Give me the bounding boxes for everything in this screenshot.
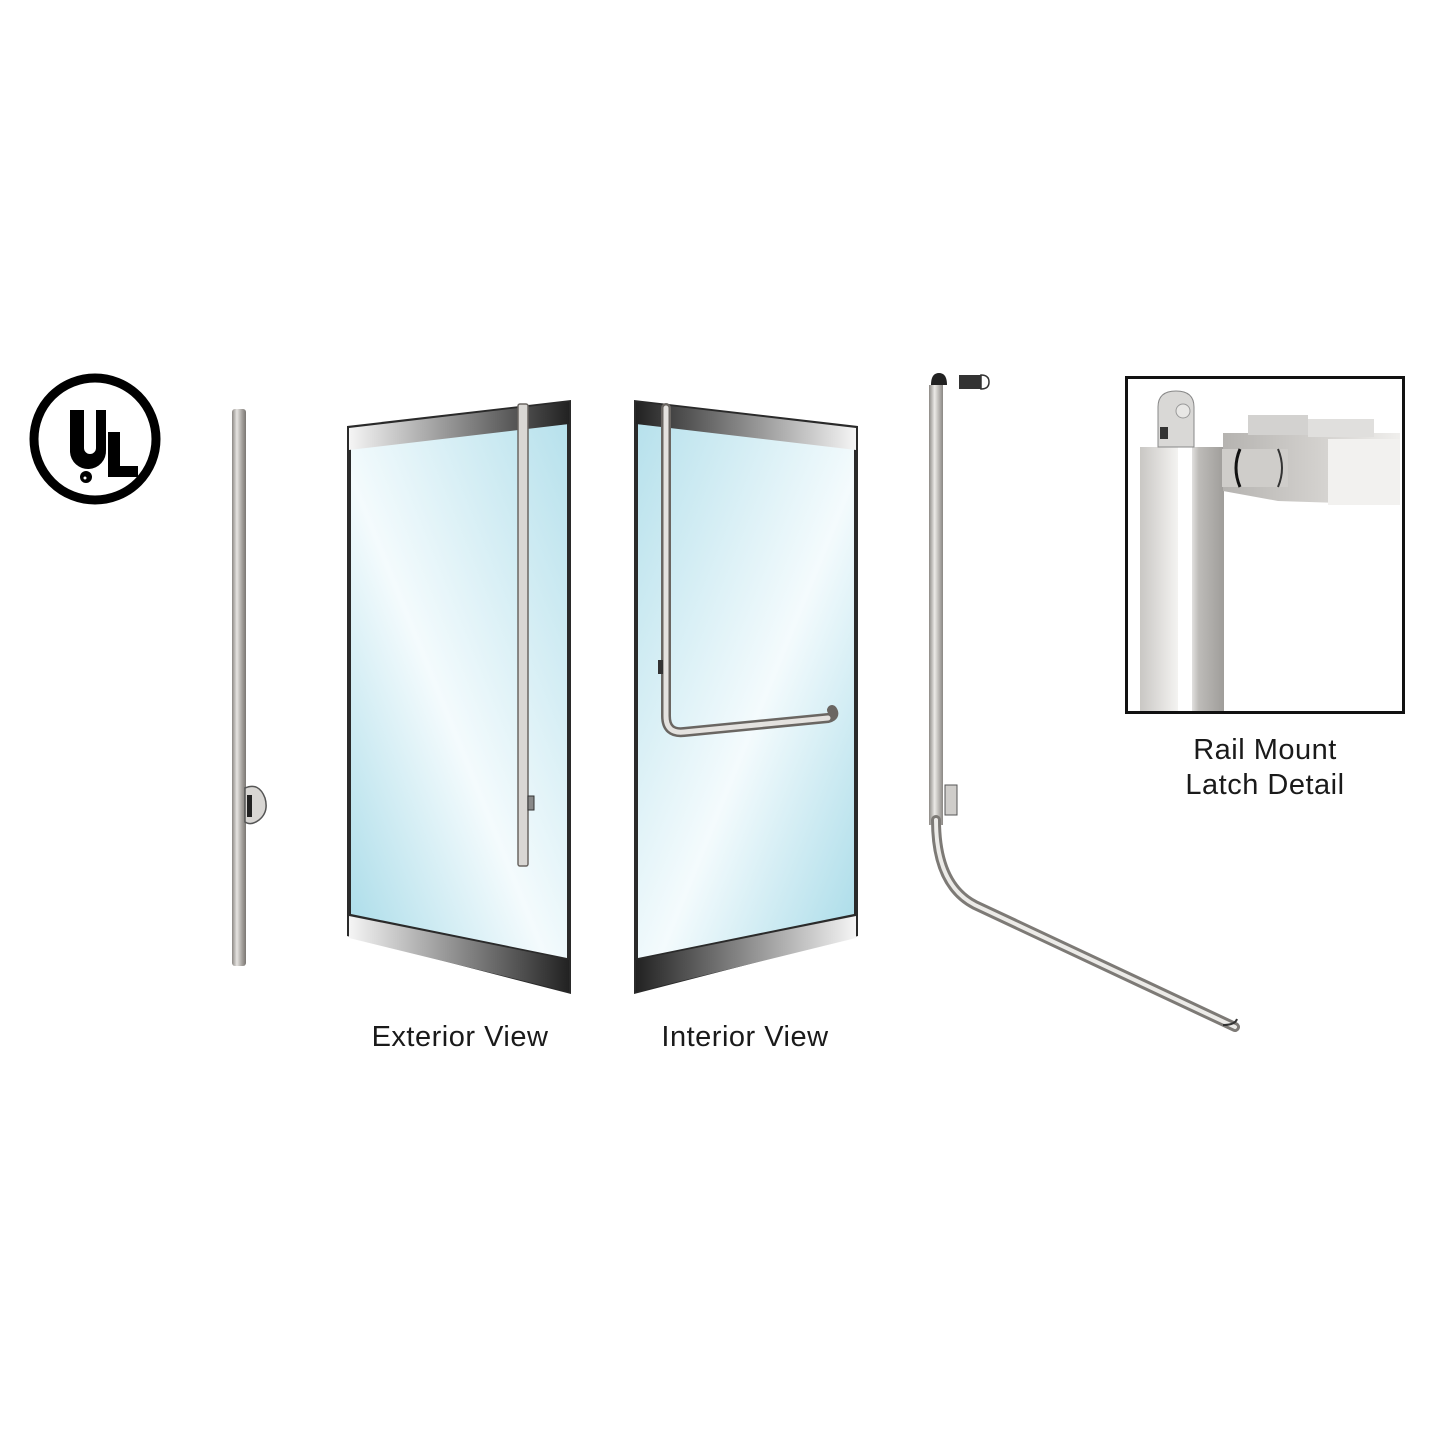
ul-logo-icon [29,373,161,505]
latch-detail-image [1125,376,1405,714]
ul-logo [28,372,162,506]
pull-handle-figure [225,405,285,970]
interior-view-caption: Interior View [661,1021,829,1053]
latch-detail-caption-line2: Latch Detail [1185,769,1345,801]
interior-door-figure [632,398,860,996]
latch-detail-caption-line1: Rail Mount [1193,734,1337,766]
panic-bar-figure [905,365,1245,1065]
exterior-door-figure [345,398,573,996]
exterior-view-caption: Exterior View [371,1021,549,1053]
